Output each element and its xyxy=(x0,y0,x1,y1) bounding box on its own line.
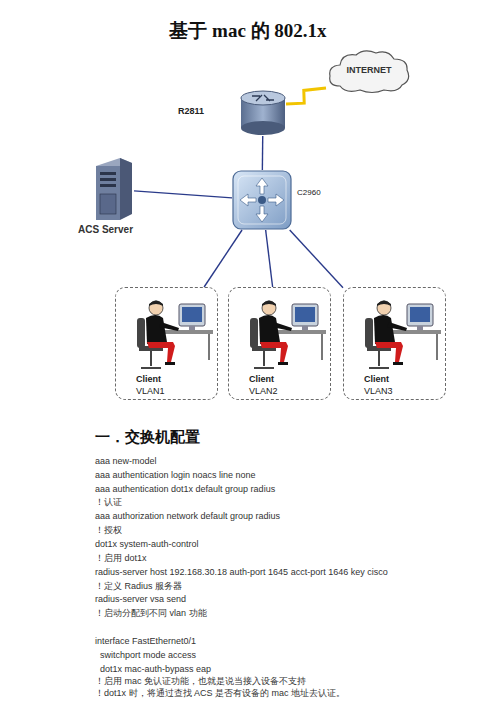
config-line: dot1x mac-auth-bypass eap xyxy=(100,663,211,675)
node-label: Client xyxy=(364,374,389,384)
switch-icon xyxy=(233,171,291,229)
connector-line xyxy=(134,191,232,198)
node-label: ACS Server xyxy=(78,224,133,236)
client-group-box: ClientVLAN1 xyxy=(115,287,218,400)
node-label: C2960 xyxy=(297,188,321,197)
node-label: INTERNET xyxy=(326,65,412,75)
node-label: Client xyxy=(249,374,274,384)
page-title: 基于 mac 的 802.1x xyxy=(0,18,496,44)
config-line: aaa authentication dot1x default group r… xyxy=(95,483,275,495)
router-icon xyxy=(241,91,285,135)
connector-line xyxy=(286,88,326,104)
client-group-box: ClientVLAN2 xyxy=(228,287,331,400)
server-box: ACS Server xyxy=(94,157,134,222)
connector-line xyxy=(266,230,273,287)
config-line: aaa new-model xyxy=(95,455,157,467)
config-line: radius-server vsa send xyxy=(95,593,186,605)
section-heading: 一．交换机配置 xyxy=(95,428,200,447)
internet-cloud: INTERNET xyxy=(326,48,412,94)
config-line: radius-server host 192.168.30.18 auth-po… xyxy=(95,566,388,578)
config-line: ！dot1x 时，将通过查找 ACS 是否有设备的 mac 地址去认证。 xyxy=(95,687,345,699)
config-line: ！认证 xyxy=(95,496,122,508)
connector-line xyxy=(262,136,264,170)
config-line: aaa authorization network default group … xyxy=(95,510,280,522)
router-box: R2811 xyxy=(240,90,286,136)
node-sublabel: VLAN3 xyxy=(364,386,393,396)
config-line: switchport mode access xyxy=(100,649,196,661)
connector-line xyxy=(204,230,242,287)
node-sublabel: VLAN2 xyxy=(249,386,278,396)
node-label: R2811 xyxy=(178,106,204,116)
config-line: aaa authentication login noacs line none xyxy=(95,469,256,481)
config-line: ！定义 Radius 服务器 xyxy=(95,580,182,592)
connector-line xyxy=(290,230,343,288)
config-line: ！启用 mac 免认证功能，也就是说当接入设备不支持 xyxy=(95,675,306,687)
server-icon xyxy=(96,158,132,220)
config-line: ！启动分配到不同 vlan 功能 xyxy=(95,607,207,619)
switch-box: C2960 xyxy=(232,170,292,230)
node-label: Client xyxy=(136,374,161,384)
config-line: ！启用 dot1x xyxy=(95,552,147,564)
config-line: ！授权 xyxy=(95,524,122,536)
config-line: dot1x system-auth-control xyxy=(95,538,199,550)
client-group-box: ClientVLAN3 xyxy=(343,287,446,400)
node-sublabel: VLAN1 xyxy=(136,386,165,396)
config-line: interface FastEthernet0/1 xyxy=(95,635,196,647)
